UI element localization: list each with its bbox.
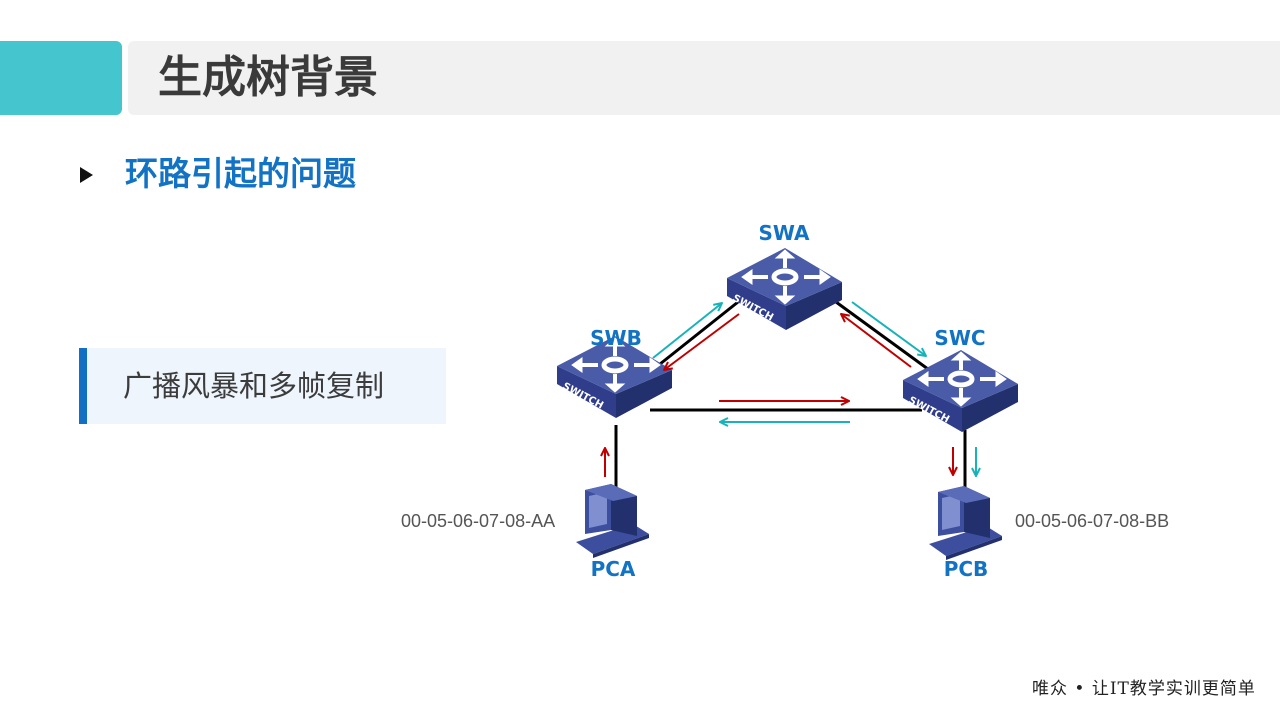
- title-bar: [128, 41, 1280, 115]
- mac-pcb: 00-05-06-07-08-BB: [1015, 511, 1170, 531]
- callout-text: 广播风暴和多帧复制: [123, 369, 385, 403]
- pc-pca-icon: [576, 484, 649, 558]
- page-title: 生成树背景: [158, 52, 378, 103]
- label-swc: SWC: [934, 326, 985, 350]
- arrow-red-swc-to-swa: [841, 314, 912, 368]
- link-swa-swb: [649, 300, 739, 374]
- arrow-red-swa-to-swb: [664, 313, 740, 370]
- arrow-teal-swb-to-swa: [652, 303, 722, 359]
- bullet-triangle-icon: [80, 167, 93, 183]
- switch-swa-icon: [727, 248, 842, 330]
- label-swa: SWA: [758, 221, 810, 245]
- section-heading: 环路引起的问题: [125, 154, 356, 193]
- footer-slogan: 唯众 • 让IT教学实训更简单: [1032, 679, 1256, 699]
- label-pcb: PCB: [944, 557, 989, 581]
- label-pca: PCA: [591, 557, 636, 581]
- pc-pcb-icon: [929, 486, 1002, 560]
- title-accent-block: [0, 41, 122, 115]
- arrow-teal-swa-to-swc: [851, 301, 926, 356]
- link-swa-swc: [835, 300, 933, 374]
- mac-pca: 00-05-06-07-08-AA: [401, 511, 556, 531]
- label-swb: SWB: [590, 326, 642, 350]
- callout-box: 广播风暴和多帧复制: [79, 348, 446, 424]
